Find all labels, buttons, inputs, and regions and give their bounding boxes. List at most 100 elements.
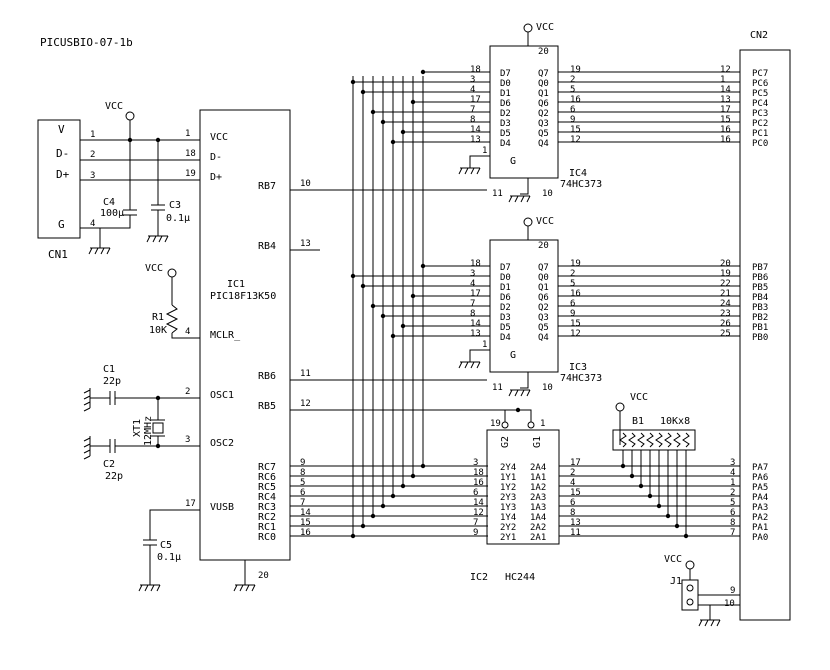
junction xyxy=(390,139,396,145)
ic1-part: PIC18F13K50 xyxy=(210,291,276,302)
ic2-y-label: 1Y4 xyxy=(500,513,516,523)
gnd-symbol xyxy=(458,167,481,175)
ic2-a-num: 4 xyxy=(570,478,575,488)
gnd-symbol-c5 xyxy=(138,584,161,592)
ic2-cn-num: 3 xyxy=(730,458,735,468)
ic2-a-label: 1A4 xyxy=(530,513,546,523)
ic2-a-label: 2A3 xyxy=(530,493,546,503)
ic1-ref: IC1 xyxy=(227,279,245,290)
ic3-q-num: 15 xyxy=(570,319,581,329)
ic1-pin-num: 19 xyxy=(185,169,196,179)
ic4-q-label: Q7 xyxy=(538,69,549,79)
wire-oe xyxy=(469,155,490,168)
vcc-label-2: VCC xyxy=(145,263,163,274)
ic3-d-num: 14 xyxy=(470,319,481,329)
ic3-d-label: D1 xyxy=(500,283,511,293)
ic2-y-num: 7 xyxy=(473,518,478,528)
ic4-q-label: Q2 xyxy=(538,109,549,119)
ic2-a-label: 1A2 xyxy=(530,483,546,493)
ic2-y-num: 12 xyxy=(473,508,484,518)
junction xyxy=(370,109,376,115)
ic3-q-label: Q3 xyxy=(538,313,549,323)
junction xyxy=(370,303,376,309)
ic4-port: PC0 xyxy=(752,139,768,149)
c3-ref: C3 xyxy=(169,200,181,211)
junction xyxy=(629,473,635,479)
ic3-g-label: G xyxy=(510,350,516,361)
ic2-y-label: 2Y2 xyxy=(500,523,516,533)
junction xyxy=(400,129,406,135)
ic1-pin-num: 4 xyxy=(185,327,190,337)
ic3-d-label: D4 xyxy=(500,333,511,343)
gnd-symbol-c2 xyxy=(83,436,91,460)
gnd-hatch xyxy=(464,167,469,175)
ic4-cn-num: 16 xyxy=(720,125,731,135)
ic4-q-label: Q0 xyxy=(538,79,549,89)
wire-oe xyxy=(469,349,490,362)
c1-value: 22p xyxy=(103,376,121,387)
ic4-cn-num: 15 xyxy=(720,115,731,125)
ic2-cn-num: 2 xyxy=(730,488,735,498)
ic4-q-num: 19 xyxy=(570,65,581,75)
ic3-gnd-num: 10 xyxy=(542,383,553,393)
ic1-pin-num: 13 xyxy=(300,239,311,249)
cn1-name: CN1 xyxy=(48,248,68,261)
ic4-q-label: Q5 xyxy=(538,129,549,139)
ic2-y-num: 18 xyxy=(473,468,484,478)
ic3-d-num: 17 xyxy=(470,289,481,299)
ic1-rc-label: RC4 xyxy=(258,492,276,503)
gnd-hatch xyxy=(476,361,481,369)
ic4-q-label: Q6 xyxy=(538,99,549,109)
cn1-pin-dp: D+ xyxy=(56,168,70,181)
ic2-cn-num: 7 xyxy=(730,528,735,538)
ic1-pin-num: 10 xyxy=(300,179,311,189)
ic4-q-num: 15 xyxy=(570,125,581,135)
b1-resistor xyxy=(646,432,654,448)
junction xyxy=(638,483,644,489)
b1-resistor xyxy=(673,432,681,448)
ic2-y-label: 1Y3 xyxy=(500,503,516,513)
ic1-pin-num: 1 xyxy=(185,129,190,139)
ic4-cn-num: 13 xyxy=(720,95,731,105)
junction xyxy=(665,513,671,519)
xt1-crystal xyxy=(152,422,164,434)
ic3-d-label: D5 xyxy=(500,323,511,333)
ic2-g2-label: G2 xyxy=(500,436,511,448)
ic4-d-num: 14 xyxy=(470,125,481,135)
ic1-pin-num: 2 xyxy=(185,387,190,397)
junction xyxy=(380,119,386,125)
ic2-port: PA5 xyxy=(752,483,768,493)
junction xyxy=(380,313,386,319)
cn1-num-1: 1 xyxy=(90,130,95,140)
ic2-port: PA4 xyxy=(752,493,768,503)
ic4-port: PC4 xyxy=(752,99,768,109)
ic2-port: PA7 xyxy=(752,463,768,473)
ic2-cn-num: 4 xyxy=(730,468,735,478)
ic2-a-num: 17 xyxy=(570,458,581,468)
ic4-q-num: 2 xyxy=(570,75,575,85)
ic4-g-label: G xyxy=(510,156,516,167)
ic2-g2-pin xyxy=(501,421,509,429)
ic4-ref: IC4 xyxy=(569,168,587,179)
ic3-q-num: 6 xyxy=(570,299,575,309)
ic4-q-label: Q4 xyxy=(538,139,549,149)
ic3-d-num: 8 xyxy=(470,309,475,319)
ic3-cn-num: 19 xyxy=(720,269,731,279)
ic4-q-label: Q3 xyxy=(538,119,549,129)
ic4-d-num: 7 xyxy=(470,105,475,115)
ic2-cn-num: 8 xyxy=(730,518,735,528)
ic1-rc-num: 8 xyxy=(300,468,305,478)
ic4-vcc-num: 20 xyxy=(538,47,549,57)
ic3-vcc-num: 20 xyxy=(538,241,549,251)
ic1-pin-label: VUSB xyxy=(210,502,234,513)
ic2-y-label: 1Y1 xyxy=(500,473,516,483)
ic1-rc-label: RC2 xyxy=(258,512,276,523)
ic4-port: PC5 xyxy=(752,89,768,99)
ic4-d-label: D1 xyxy=(500,89,511,99)
ic1-rc-num: 6 xyxy=(300,488,305,498)
ic3-cn-num: 22 xyxy=(720,279,731,289)
ic1-pin-num: 17 xyxy=(185,499,196,509)
ic4-q-num: 6 xyxy=(570,105,575,115)
ic2-body xyxy=(486,429,560,545)
